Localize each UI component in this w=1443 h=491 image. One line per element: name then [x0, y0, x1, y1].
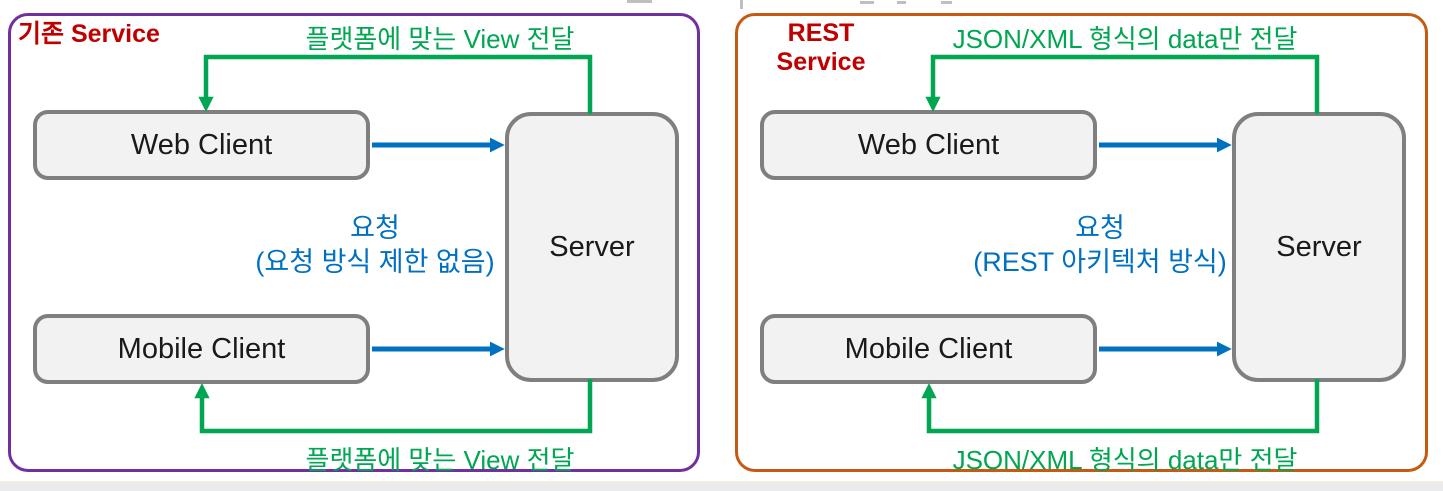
legacy-mobile-client-label: Mobile Client: [117, 332, 286, 365]
legacy-request-label: 요청 (요청 방식 제한 없음): [225, 211, 525, 279]
rest-panel-title: REST Service: [776, 19, 866, 76]
legacy-web-client-label: Web Client: [130, 128, 273, 161]
rest-mobile-client-label: Mobile Client: [844, 332, 1013, 365]
legacy-web-client-node: Web Client: [33, 110, 370, 180]
rest-request-detail: (REST 아키텍처 방식): [973, 247, 1227, 277]
rest-web-client-node: Web Client: [760, 110, 1097, 180]
cropped-text-artifact: [897, 1, 906, 4]
rest-request-title: 요청: [1075, 213, 1125, 243]
legacy-request-title: 요청: [350, 213, 400, 243]
rest-request-label: 요청 (REST 아키텍처 방식): [950, 211, 1250, 279]
rest-mobile-client-node: Mobile Client: [760, 314, 1097, 384]
cropped-text-artifact: [860, 1, 874, 4]
legacy-server-node: Server: [505, 112, 679, 382]
legacy-bottom-response-label: 플랫폼에 맞는 View 전달: [305, 445, 575, 475]
rest-server-node: Server: [1232, 112, 1406, 382]
rest-server-label: Server: [1276, 230, 1362, 263]
legacy-server-label: Server: [549, 230, 635, 263]
legacy-request-detail: (요청 방식 제한 없음): [255, 247, 495, 277]
footer-strip: [0, 483, 1443, 491]
legacy-panel-title: 기존 Service: [18, 20, 160, 48]
rest-web-client-label: Web Client: [857, 128, 1000, 161]
footer-accent-line: [0, 481, 1443, 483]
rest-bottom-response-label: JSON/XML 형식의 data만 전달: [952, 445, 1298, 475]
legacy-top-response-label: 플랫폼에 맞는 View 전달: [305, 24, 575, 54]
cropped-text-artifact: [740, 0, 743, 9]
legacy-mobile-client-node: Mobile Client: [33, 314, 370, 384]
cropped-text-artifact: [941, 1, 952, 4]
cropped-text-artifact: [627, 0, 652, 3]
rest-top-response-label: JSON/XML 형식의 data만 전달: [952, 24, 1298, 54]
